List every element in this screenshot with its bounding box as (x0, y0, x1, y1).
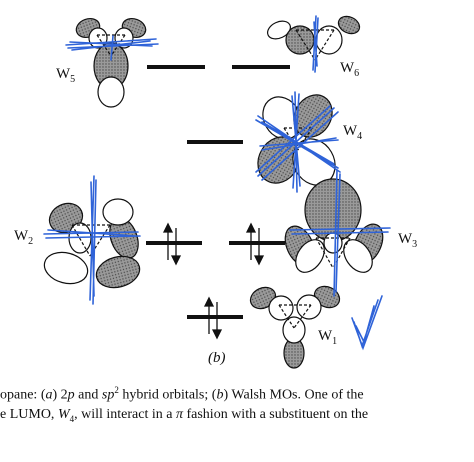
label-w5: W5 (56, 66, 75, 85)
label-w2: W2 (14, 228, 33, 247)
label-w3: W3 (398, 231, 417, 250)
caption-line-1: opane: (a) 2p and sp2 hybrid orbitals; (… (0, 385, 364, 403)
label-w1: W1 (318, 328, 337, 347)
label-w4: W4 (343, 123, 362, 142)
orbital-w6 (267, 15, 361, 61)
blue-annotation-marks (43, 15, 391, 351)
orbital-w3 (284, 178, 384, 273)
electron-pair-w3 (245, 222, 265, 266)
electron-pair-w2 (162, 222, 182, 266)
orbital-w1 (249, 285, 341, 369)
panel-label: (b) (208, 350, 226, 366)
caption-line-2: e LUMO, W4, will interact in a π fashion… (0, 407, 369, 424)
electron-pair-w1 (203, 296, 223, 340)
orbital-w5 (75, 17, 147, 108)
label-w6: W6 (340, 60, 359, 79)
